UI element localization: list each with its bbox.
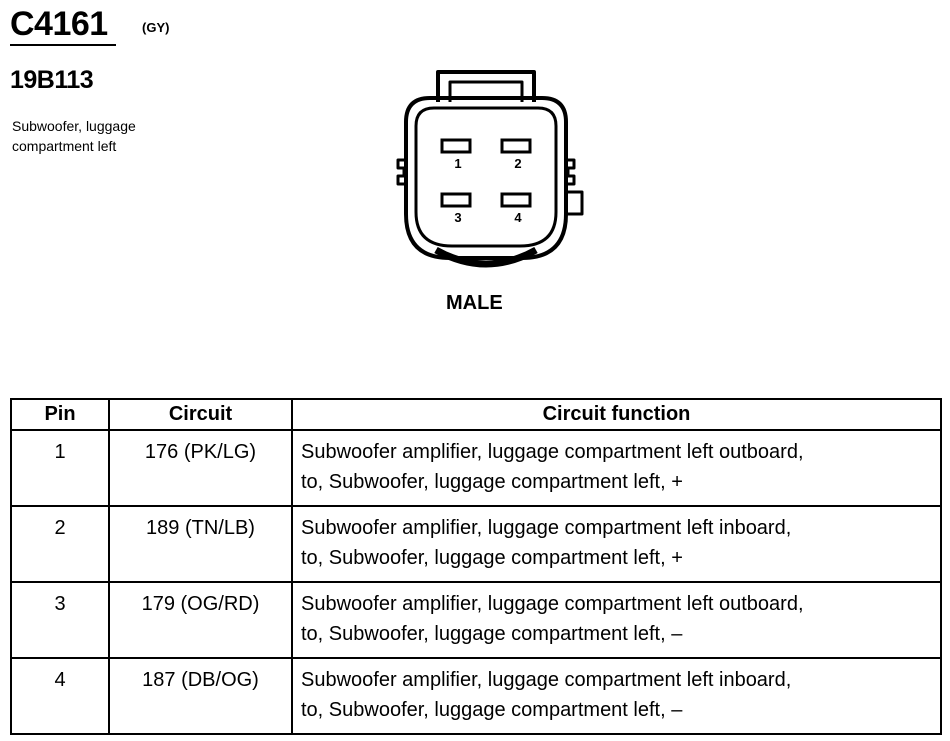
function-line-1: Subwoofer amplifier, luggage compartment… xyxy=(301,593,804,615)
function-cell: Subwoofer amplifier, luggage compartment… xyxy=(291,581,942,659)
pin-1-label: 1 xyxy=(454,156,461,171)
pin-3-label: 3 xyxy=(454,210,461,225)
table-row: 4 187 (DB/OG) Subwoofer amplifier, lugga… xyxy=(10,657,942,735)
pin-1-terminal xyxy=(440,138,472,154)
pin-4-terminal xyxy=(500,192,532,208)
function-line-1: Subwoofer amplifier, luggage compartment… xyxy=(301,669,792,691)
pin-2-label: 2 xyxy=(514,156,521,171)
connector-face-drawing: 1 2 3 4 xyxy=(396,70,584,268)
pinout-table: Pin Circuit Circuit function 1 176 (PK/L… xyxy=(10,398,942,735)
connector-id: C4161 xyxy=(10,5,108,43)
connector-key xyxy=(564,190,584,216)
function-cell: Subwoofer amplifier, luggage compartment… xyxy=(291,429,942,507)
table-row: 1 176 (PK/LG) Subwoofer amplifier, lugga… xyxy=(10,429,942,507)
pin-cell: 2 xyxy=(10,505,110,583)
header-circuit-function: Circuit function xyxy=(291,398,942,431)
circuit-cell: 176 (PK/LG) xyxy=(108,429,293,507)
pin-3-terminal xyxy=(440,192,472,208)
connector-inner-outline xyxy=(414,106,558,248)
pin-cell: 4 xyxy=(10,657,110,735)
table-row: 2 189 (TN/LB) Subwoofer amplifier, lugga… xyxy=(10,505,942,583)
header-circuit: Circuit xyxy=(108,398,293,431)
connector-id-underline xyxy=(10,44,116,46)
table-header-row: Pin Circuit Circuit function xyxy=(10,398,942,431)
pin-cell: 3 xyxy=(10,581,110,659)
connector-face-diagram: 1 2 3 4 xyxy=(390,62,590,277)
circuit-cell: 189 (TN/LB) xyxy=(108,505,293,583)
connector-latch xyxy=(436,70,536,102)
part-number: 19B113 xyxy=(10,66,94,94)
connector-body-outline xyxy=(404,96,568,260)
pin-2-terminal xyxy=(500,138,532,154)
header-pin: Pin xyxy=(10,398,110,431)
function-line-2: to, Subwoofer, luggage compartment left,… xyxy=(301,623,683,645)
function-line-1: Subwoofer amplifier, luggage compartment… xyxy=(301,441,804,463)
component-location-line-1: Subwoofer, luggage xyxy=(12,118,136,134)
function-line-2: to, Subwoofer, luggage compartment left,… xyxy=(301,699,683,721)
table-row: 3 179 (OG/RD) Subwoofer amplifier, lugga… xyxy=(10,581,942,659)
function-line-2: to, Subwoofer, luggage compartment left,… xyxy=(301,471,683,493)
connector-color-code: (GY) xyxy=(142,20,170,35)
pin-4-label: 4 xyxy=(514,210,522,225)
pin-cell: 1 xyxy=(10,429,110,507)
function-cell: Subwoofer amplifier, luggage compartment… xyxy=(291,505,942,583)
component-location-line-2: compartment left xyxy=(12,138,117,154)
component-location: Subwoofer, luggage compartment left xyxy=(12,116,212,156)
connector-seal xyxy=(434,246,538,268)
connector-gender-label: MALE xyxy=(446,292,503,314)
function-line-2: to, Subwoofer, luggage compartment left,… xyxy=(301,547,683,569)
circuit-cell: 179 (OG/RD) xyxy=(108,581,293,659)
function-line-1: Subwoofer amplifier, luggage compartment… xyxy=(301,517,792,539)
circuit-cell: 187 (DB/OG) xyxy=(108,657,293,735)
function-cell: Subwoofer amplifier, luggage compartment… xyxy=(291,657,942,735)
